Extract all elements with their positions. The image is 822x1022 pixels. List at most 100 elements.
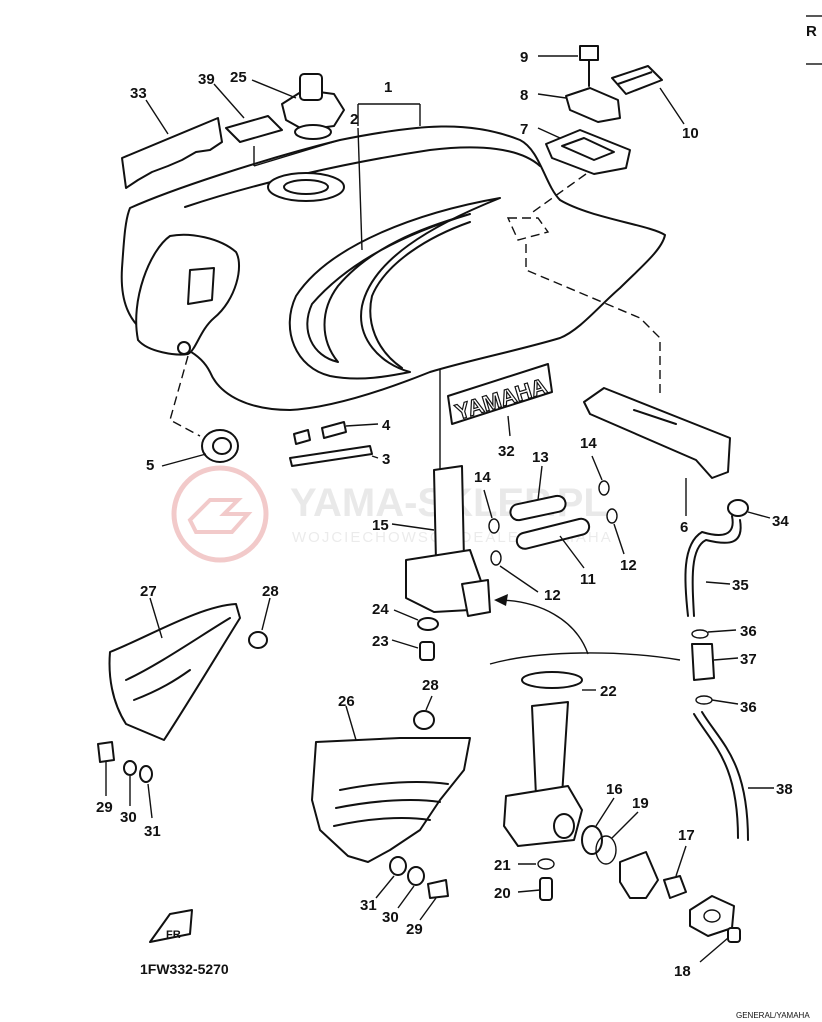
part-label-36b: 36 bbox=[740, 699, 757, 716]
clamp-12b bbox=[606, 508, 618, 524]
leader-lines bbox=[105, 55, 774, 963]
assembly-line-bracket bbox=[525, 244, 661, 396]
hose-35 bbox=[691, 519, 742, 617]
leader-11 bbox=[559, 535, 585, 569]
hose-35-wall bbox=[684, 515, 734, 617]
bolt-29b bbox=[427, 879, 449, 899]
rear-bracket-6 bbox=[583, 387, 731, 479]
oring-22 bbox=[521, 671, 583, 689]
part-label-5: 5 bbox=[146, 457, 154, 474]
strip-3 bbox=[289, 445, 373, 467]
part-label-24: 24 bbox=[372, 601, 389, 618]
assembly-line-front bbox=[169, 355, 201, 437]
cover-plate-18-hole bbox=[703, 909, 721, 923]
part-label-29a: 29 bbox=[96, 799, 113, 816]
gasket-7 bbox=[545, 129, 631, 175]
fuel-cock-pipe bbox=[433, 465, 465, 563]
leader-28a bbox=[261, 597, 271, 631]
leader-28b bbox=[425, 695, 433, 711]
part-label-34: 34 bbox=[772, 513, 789, 530]
tank-graphic-outer bbox=[288, 197, 501, 380]
detail-bracket-line bbox=[489, 652, 681, 665]
leader-14b bbox=[591, 455, 603, 481]
leader-27 bbox=[149, 597, 163, 639]
part-label-37: 37 bbox=[740, 651, 757, 668]
leader-35 bbox=[705, 581, 731, 585]
tank-rear-mount-dashed bbox=[506, 217, 550, 241]
tank-graphic-inner bbox=[306, 213, 471, 363]
side-cover-27 bbox=[108, 603, 241, 741]
fuel-cock-detail-pipe bbox=[531, 701, 569, 797]
side-cover-26-vent-1 bbox=[339, 781, 449, 791]
seal-16 bbox=[581, 825, 603, 855]
detail-arrow-curve bbox=[495, 599, 589, 655]
watermark-logo-mark bbox=[187, 498, 253, 534]
part-label-29b: 29 bbox=[406, 921, 423, 938]
decal-strip bbox=[121, 117, 223, 189]
leader-23 bbox=[391, 639, 419, 649]
part-label-30a: 30 bbox=[120, 809, 137, 826]
hose-13 bbox=[509, 494, 567, 522]
part-label-11: 11 bbox=[580, 571, 596, 588]
part-label-30b: 30 bbox=[382, 909, 399, 926]
part-label-15: 15 bbox=[372, 517, 389, 534]
washer-31b bbox=[389, 856, 407, 876]
part-label-7: 7 bbox=[520, 121, 528, 138]
check-valve-37 bbox=[691, 643, 715, 681]
bolt-9-head bbox=[579, 45, 599, 61]
part-label-9: 9 bbox=[520, 49, 528, 66]
fuel-cock-15 bbox=[405, 465, 491, 617]
leader-39 bbox=[213, 83, 245, 119]
leader-14a bbox=[483, 489, 493, 519]
leader-3 bbox=[371, 455, 379, 459]
leader-12a bbox=[499, 565, 539, 593]
leader-26 bbox=[345, 705, 357, 741]
cap-34 bbox=[727, 499, 749, 517]
part-label-1: 1 bbox=[384, 79, 392, 96]
leader-25 bbox=[251, 79, 297, 99]
screw-20 bbox=[539, 877, 553, 901]
part-label-38: 38 bbox=[776, 781, 793, 798]
clamp-36a bbox=[691, 629, 709, 639]
part-label-12a: 12 bbox=[544, 587, 561, 604]
fr-mark: FR bbox=[149, 909, 193, 943]
part-label-3: 3 bbox=[382, 451, 390, 468]
grommet-5 bbox=[201, 429, 239, 463]
leader-29b bbox=[419, 897, 437, 921]
leader-12b bbox=[613, 523, 625, 555]
assembly-line-gasket bbox=[529, 173, 587, 215]
leader-4 bbox=[345, 423, 379, 427]
part-label-33: 33 bbox=[130, 85, 147, 102]
rear-bracket-6-slot bbox=[633, 409, 677, 425]
leader-7 bbox=[537, 127, 561, 139]
spring-17 bbox=[663, 875, 687, 899]
leader-17 bbox=[675, 845, 687, 877]
hose-38-wall bbox=[693, 713, 739, 839]
leader-18 bbox=[699, 937, 729, 963]
part-label-31b: 31 bbox=[360, 897, 377, 914]
grommet-28a bbox=[248, 631, 268, 649]
part-number-labels: 1 2 3 4 5 6 7 8 9 10 11 12 12 13 14 14 1… bbox=[96, 49, 793, 980]
fuel-cock-detail bbox=[503, 701, 583, 847]
part-label-12b: 12 bbox=[620, 557, 637, 574]
leader-19 bbox=[611, 811, 639, 839]
clip-4a bbox=[293, 429, 311, 445]
leader-30b bbox=[397, 885, 415, 909]
part-label-17: 17 bbox=[678, 827, 695, 844]
hose-11 bbox=[515, 517, 591, 550]
clip-4b bbox=[321, 421, 347, 439]
washer-31a bbox=[139, 765, 153, 783]
leader-16 bbox=[595, 797, 615, 827]
cap-pad bbox=[225, 115, 283, 143]
fuel-cock-detail-port bbox=[553, 813, 575, 839]
fr-mark-shape bbox=[149, 909, 193, 943]
part-label-10: 10 bbox=[682, 125, 699, 142]
side-cover-26-vent-3 bbox=[333, 817, 431, 827]
fuel-cock-lever bbox=[461, 579, 491, 617]
clamp-12a bbox=[490, 550, 502, 566]
leader-36b bbox=[711, 699, 739, 705]
tank-front-bracket-slot bbox=[187, 267, 215, 305]
clamp-14b bbox=[598, 480, 610, 496]
part-label-13: 13 bbox=[532, 449, 549, 466]
